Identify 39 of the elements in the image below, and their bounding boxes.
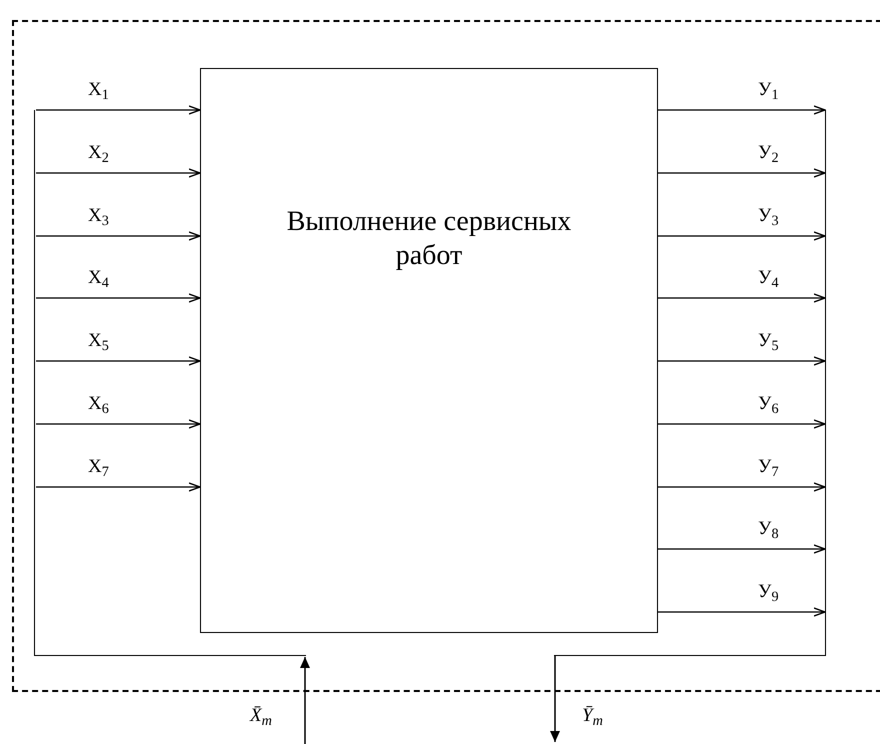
arrow xyxy=(36,482,201,492)
edge-label: X$_{2}$ xyxy=(86,143,111,162)
arrow xyxy=(658,356,826,366)
edge-label: X$_{4}$ xyxy=(86,268,111,287)
edge-label: У$_{9}$ xyxy=(756,582,781,601)
edge-label: X$_{5}$ xyxy=(86,331,111,350)
edge-label: У$_{3}$ xyxy=(756,206,781,225)
arrow xyxy=(550,656,560,742)
arrow xyxy=(658,293,826,303)
edge-label: X$_{3}$ xyxy=(86,206,111,225)
arrow xyxy=(658,544,826,554)
arrow xyxy=(36,356,201,366)
edge-label: Ȳ$_{m}$ xyxy=(580,706,605,725)
edge-label: У$_{5}$ xyxy=(756,331,781,350)
arrow xyxy=(658,607,826,617)
process-box xyxy=(200,68,658,633)
edge-label: У$_{8}$ xyxy=(756,519,781,538)
dashed-boundary xyxy=(12,20,880,692)
arrow xyxy=(36,293,201,303)
edge-label: У$_{6}$ xyxy=(756,394,781,413)
arrow xyxy=(658,105,826,115)
arrow xyxy=(658,482,826,492)
arrow xyxy=(36,231,201,241)
arrow xyxy=(658,168,826,178)
arrow xyxy=(658,231,826,241)
edge-label: У$_{7}$ xyxy=(756,457,781,476)
edge-label: У$_{4}$ xyxy=(756,268,781,287)
arrow xyxy=(36,105,201,115)
arrow xyxy=(300,657,310,744)
arrow xyxy=(658,419,826,429)
edge-label: X$_{7}$ xyxy=(86,457,111,476)
edge-label: X$_{1}$ xyxy=(86,80,111,99)
edge-label: У$_{2}$ xyxy=(756,143,781,162)
edge-label: У$_{1}$ xyxy=(756,80,781,99)
arrow xyxy=(36,168,201,178)
arrow xyxy=(36,419,201,429)
edge-label: X$_{6}$ xyxy=(86,394,111,413)
box-label: Выполнение сервисных работ xyxy=(286,205,572,272)
edge-label: X̄$_{m}$ xyxy=(248,706,274,725)
